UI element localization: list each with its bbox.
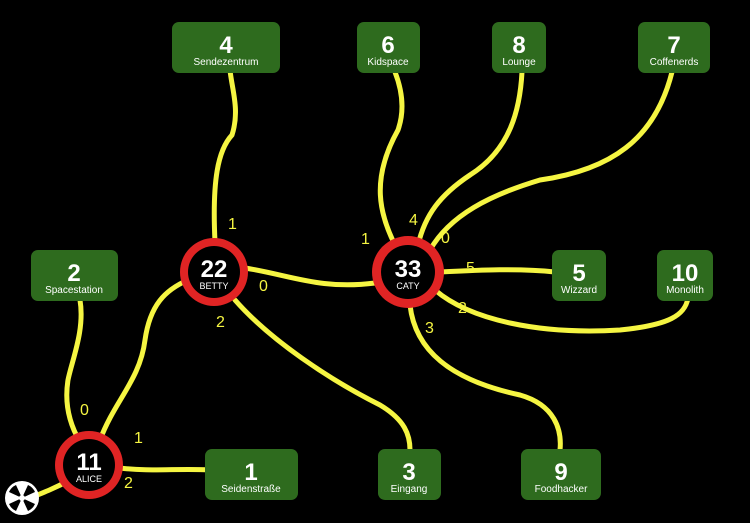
leaf-spacestation[interactable]: 2 Spacestation — [31, 250, 118, 301]
cable-caty-wizzard — [437, 267, 558, 275]
cable-betty-caty — [242, 265, 378, 288]
hub-name: ALICE — [76, 474, 102, 484]
leaf-number: 2 — [67, 260, 80, 287]
leaf-number: 9 — [554, 459, 567, 486]
leaf-number: 6 — [381, 32, 394, 59]
hub-number: 22 — [201, 256, 228, 283]
leaf-name: Kidspace — [367, 57, 409, 68]
leaf-name: Seidenstraße — [221, 484, 281, 495]
cable-alice-seidenstrasse — [117, 465, 213, 473]
cable-betty-eingang — [232, 297, 413, 453]
port-alice-spacestation: 0 — [80, 402, 89, 419]
port-caty-betty: 1 — [361, 231, 370, 248]
leaf-name: Wizzard — [561, 285, 597, 296]
port-alice-betty: 1 — [134, 430, 143, 447]
leaf-name: Lounge — [502, 57, 536, 68]
leaf-number: 7 — [667, 32, 680, 59]
port-betty-eingang: 2 — [216, 314, 225, 331]
leaf-seidenstrasse[interactable]: 1 Seidenstraße — [205, 449, 298, 500]
leaf-number: 3 — [402, 459, 415, 486]
hub-number: 11 — [76, 449, 101, 476]
leaf-coffenerds[interactable]: 7 Coffenerds — [638, 22, 710, 73]
port-caty-foodhacker: 3 — [425, 320, 434, 337]
leaf-eingang[interactable]: 3 Eingang — [378, 449, 441, 500]
cable-alice-spacestation — [64, 297, 84, 445]
hub-betty[interactable]: 22 BETTY — [180, 238, 248, 306]
port-betty-sendezentrum: 1 — [228, 216, 237, 233]
hub-name: CATY — [396, 281, 419, 291]
port-caty-wizzard: 5 — [466, 260, 475, 277]
spiral-logo-icon — [5, 481, 39, 515]
cable-alice-betty — [97, 277, 191, 443]
hub-name: BETTY — [199, 281, 228, 291]
hub-alice[interactable]: 11 ALICE — [55, 431, 123, 499]
leaf-wizzard[interactable]: 5 Wizzard — [552, 250, 606, 301]
leaf-sendezentrum[interactable]: 4 Sendezentrum — [172, 22, 280, 73]
cables — [27, 67, 691, 501]
leaf-name: Foodhacker — [535, 484, 588, 495]
cable-caty-foodhacker — [407, 302, 563, 453]
leaf-foodhacker[interactable]: 9 Foodhacker — [521, 449, 601, 500]
port-alice-seidenstrasse: 2 — [124, 475, 133, 492]
leaf-number: 4 — [219, 32, 233, 59]
leaf-number: 10 — [672, 260, 699, 287]
leaf-name: Spacestation — [45, 285, 103, 296]
cable-caty-monolith — [432, 287, 691, 334]
cable-caty-lounge — [415, 69, 525, 248]
leaf-number: 5 — [572, 260, 585, 287]
leaf-lounge[interactable]: 8 Lounge — [492, 22, 546, 73]
leaf-number: 1 — [244, 459, 257, 486]
cable-betty-sendezentrum — [211, 67, 238, 245]
port-caty-monolith: 2 — [458, 300, 467, 317]
leaf-name: Eingang — [391, 484, 428, 495]
cable-caty-kidspace — [377, 69, 405, 248]
leaf-name: Sendezentrum — [193, 57, 258, 68]
hub-caty[interactable]: 33 CATY — [372, 236, 444, 308]
cable-caty-coffenerds — [427, 69, 675, 253]
leaf-monolith[interactable]: 10 Monolith — [657, 250, 713, 301]
port-betty-caty: 0 — [259, 278, 268, 295]
port-caty-kidspace: 4 — [409, 212, 418, 229]
leaf-name: Coffenerds — [650, 57, 699, 68]
leaf-number: 8 — [512, 32, 525, 59]
leaf-kidspace[interactable]: 6 Kidspace — [357, 22, 420, 73]
hub-number: 33 — [395, 256, 422, 283]
port-labels: 1 0 2 1 4 0 5 2 3 0 1 2 — [80, 212, 475, 492]
port-caty-lounge: 0 — [441, 230, 450, 247]
leaf-name: Monolith — [666, 285, 704, 296]
